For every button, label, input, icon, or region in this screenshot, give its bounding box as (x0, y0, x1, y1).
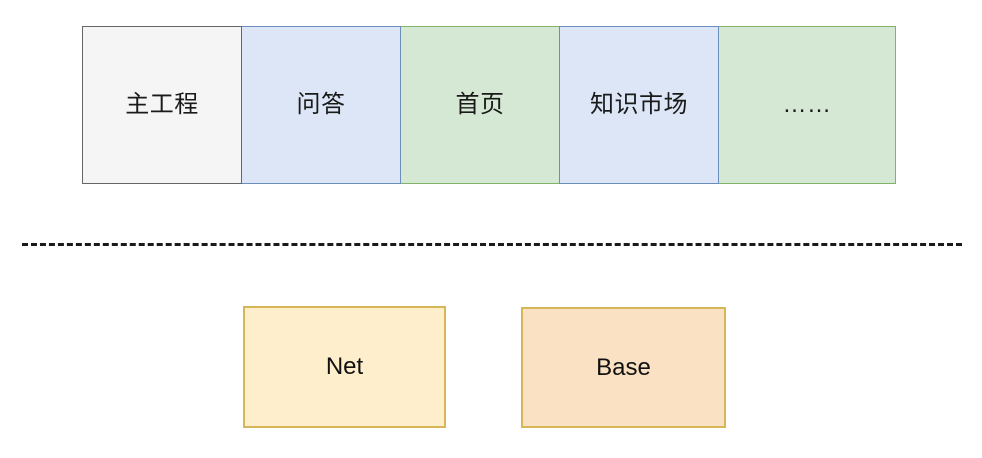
module-cell-home[interactable]: 首页 (400, 26, 560, 184)
layer-box-net[interactable]: Net (243, 306, 446, 428)
module-cell-more[interactable]: …… (718, 26, 896, 184)
module-cell-main-project[interactable]: 主工程 (82, 26, 242, 184)
module-cell-knowledge-market[interactable]: 知识市场 (559, 26, 719, 184)
module-row: 主工程 问答 首页 知识市场 …… (82, 26, 899, 184)
module-cell-label: 知识市场 (590, 91, 688, 118)
layer-box-label: Base (596, 353, 651, 381)
module-cell-label: 主工程 (125, 91, 199, 118)
layer-separator-divider (22, 243, 962, 246)
layer-box-label: Net (325, 353, 364, 380)
module-cell-label: 问答 (296, 91, 346, 118)
module-cell-qa[interactable]: 问答 (241, 26, 401, 184)
layer-box-base[interactable]: Base (521, 307, 726, 428)
module-cell-label: …… (782, 91, 832, 118)
module-cell-label: 首页 (455, 91, 505, 118)
